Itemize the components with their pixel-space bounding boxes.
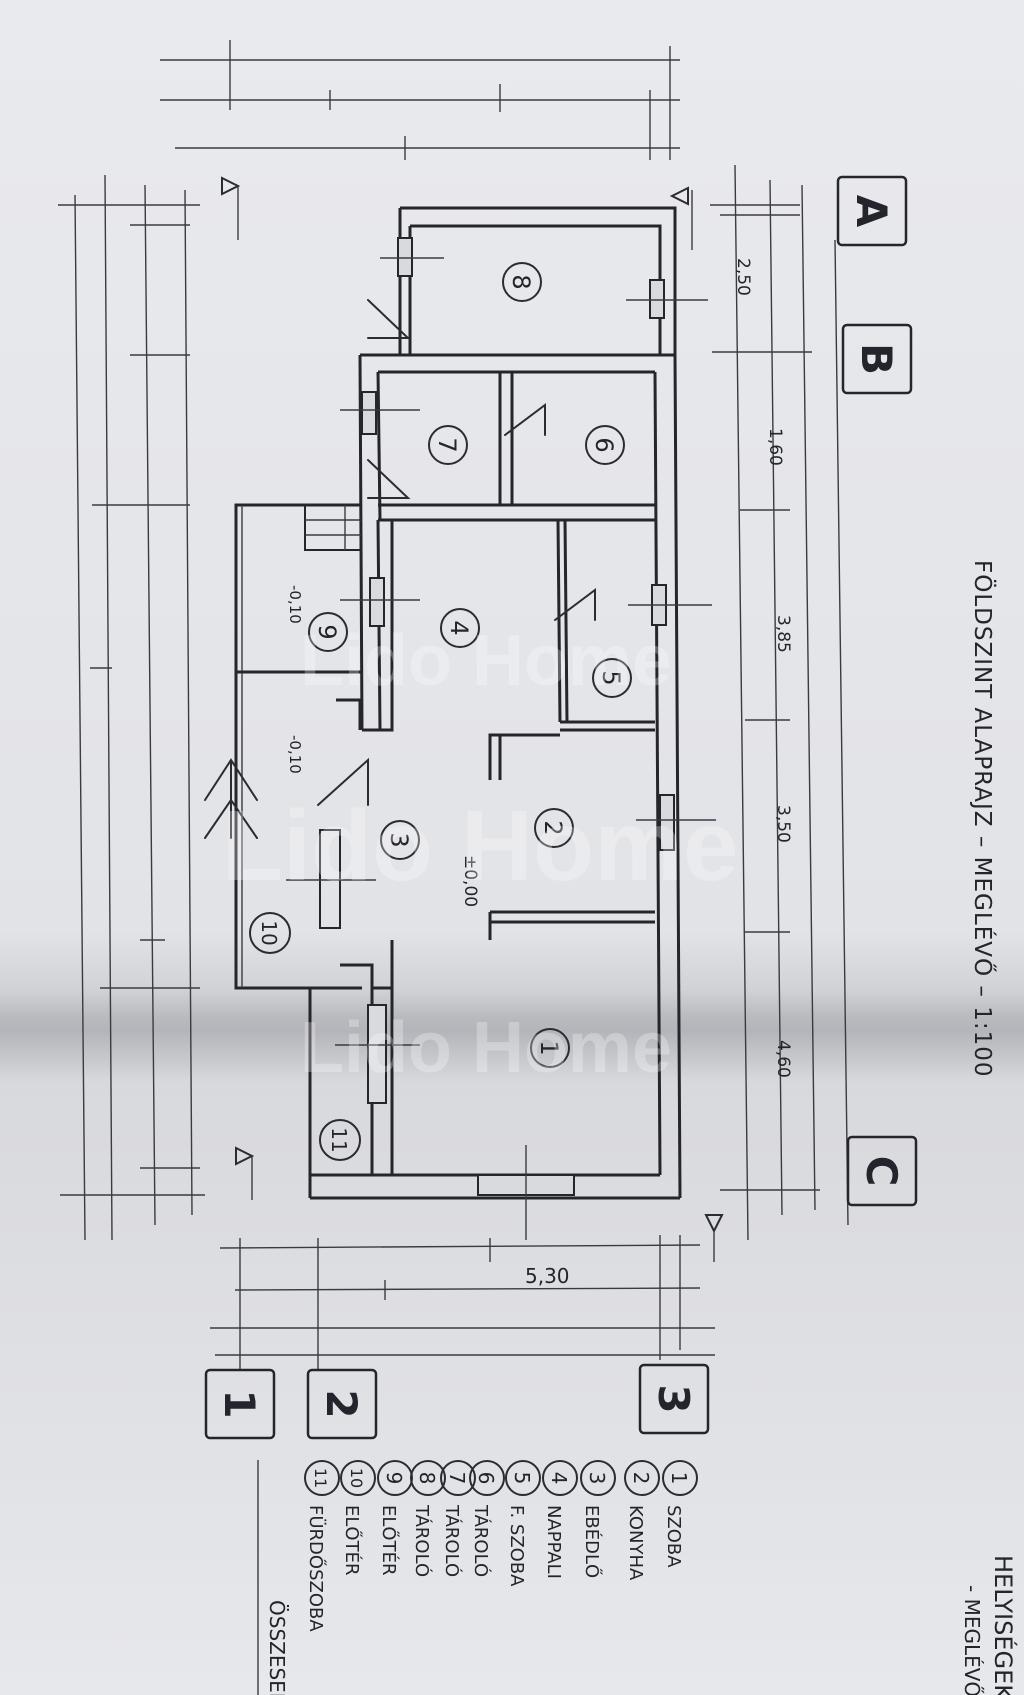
legend-name-2: KONYHA: [625, 1505, 646, 1581]
grid-letter-a: A: [847, 195, 896, 228]
room-number-10: 10: [257, 920, 281, 945]
legend-subheading: - MEGLÉVŐ: [960, 1585, 984, 1695]
grid-number-2: 2: [317, 1389, 366, 1418]
dim-350: 3,50: [773, 805, 793, 843]
dimension-lines-left: [58, 174, 255, 1241]
legend-name-8: TÁROLÓ: [411, 1504, 433, 1577]
level-porch-10: -0,10: [286, 735, 304, 774]
dim-460: 4,60: [773, 1040, 793, 1078]
level-main: ±0,00: [460, 855, 480, 907]
room-legend: HELYISÉGEK - MEGLÉVŐ 1 SZOBA 2 KONYHA 3 …: [257, 1460, 1018, 1695]
room-number-3: 3: [385, 832, 413, 847]
grid-letter-b: B: [852, 343, 901, 375]
grid-letter-c: C: [857, 1156, 906, 1187]
legend-name-11: FÜRDŐSZOBA: [305, 1505, 327, 1632]
room-number-7: 7: [433, 437, 461, 452]
legend-item-1: 1 SZOBA: [662, 1460, 698, 1568]
legend-item-5: 5 F. SZOBA: [505, 1460, 541, 1587]
legend-item-2: 2 KONYHA: [624, 1460, 660, 1581]
dimension-values: 2,50 1,60 3,85 3,50 4,60 5,30: [525, 258, 793, 1288]
legend-num-7: 7: [445, 1472, 469, 1485]
watermark-3: Lido Home: [300, 1008, 672, 1088]
dimension-lines-top: [160, 40, 680, 160]
legend-item-11: 11 FÜRDŐSZOBA: [304, 1460, 340, 1632]
legend-footer: ÖSSZESEN: [265, 1600, 289, 1695]
legend-name-6: TÁROLÓ: [470, 1504, 492, 1577]
legend-name-4: NAPPALI: [543, 1505, 564, 1579]
legend-item-6: 6 TÁROLÓ: [469, 1460, 505, 1577]
plan-title: FÖLDSZINT ALAPRAJZ – MEGLÉVŐ – 1:100: [969, 560, 997, 1077]
level-marks: ±0,00 -0,10 -0,10: [286, 585, 480, 907]
legend-name-5: F. SZOBA: [506, 1505, 527, 1587]
legend-item-10: 10 ELŐTÉR: [340, 1460, 376, 1575]
room-number-4: 4: [445, 620, 473, 635]
room-number-8: 8: [507, 274, 535, 289]
dim-160: 1,60: [765, 428, 785, 466]
legend-item-3: 3 EBÉDLŐ: [580, 1460, 616, 1578]
legend-name-9: ELŐTÉR: [378, 1505, 400, 1575]
dimension-lines-right: [669, 164, 849, 1241]
level-porch-9: -0,10: [286, 585, 304, 624]
legend-heading: HELYISÉGEK: [989, 1555, 1018, 1695]
legend-num-3: 3: [585, 1472, 609, 1485]
dimension-lines-bottom: [210, 1214, 724, 1370]
legend-num-1: 1: [667, 1472, 691, 1485]
legend-num-10: 10: [347, 1468, 366, 1488]
room-numbers: 8 7 6 4 5 9 2 3 10 1 11: [249, 262, 632, 1161]
dim-385: 3,85: [773, 615, 793, 653]
room-number-5: 5: [597, 670, 625, 685]
legend-num-2: 2: [629, 1472, 653, 1485]
room-number-6: 6: [590, 437, 618, 452]
room-number-2: 2: [539, 820, 567, 835]
legend-item-8: 8 TÁROLÓ: [410, 1460, 446, 1577]
doors-and-stairs: [204, 299, 596, 839]
dim-250: 2,50: [733, 258, 753, 296]
legend-item-9: 9 ELŐTÉR: [377, 1460, 413, 1575]
legend-num-11: 11: [311, 1468, 330, 1488]
legend-item-7: 7 TÁROLÓ: [440, 1460, 476, 1577]
legend-num-5: 5: [510, 1472, 534, 1485]
legend-item-4: 4 NAPPALI: [542, 1460, 578, 1579]
room-number-9: 9: [313, 624, 341, 639]
watermark-1: Lido Home: [300, 621, 672, 701]
legend-name-3: EBÉDLŐ: [581, 1505, 603, 1578]
watermark-2: Lido Home: [222, 790, 739, 902]
grid-axis-markers: A B C 1 2 3: [204, 175, 918, 1440]
room-number-11: 11: [327, 1127, 351, 1152]
legend-num-8: 8: [415, 1472, 439, 1485]
grid-number-1: 1: [215, 1389, 264, 1418]
legend-name-1: SZOBA: [663, 1505, 684, 1568]
room-number-1: 1: [535, 1040, 563, 1055]
windows: [286, 237, 716, 1240]
legend-name-10: ELŐTÉR: [341, 1505, 363, 1575]
grid-number-3: 3: [649, 1384, 698, 1413]
legend-num-4: 4: [547, 1472, 571, 1485]
legend-num-9: 9: [382, 1472, 406, 1485]
dim-530: 5,30: [525, 1264, 570, 1288]
legend-name-7: TÁROLÓ: [441, 1504, 463, 1577]
paper-fold-shadow: [0, 990, 1024, 1080]
legend-num-6: 6: [474, 1472, 498, 1485]
